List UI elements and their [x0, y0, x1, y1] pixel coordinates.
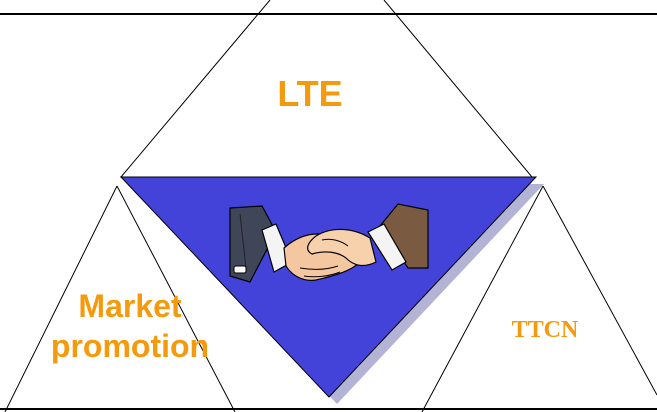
label-market-line1: Market — [78, 288, 182, 324]
left-triangle — [4, 185, 236, 412]
bottom-rule — [0, 408, 657, 410]
right-triangle — [421, 185, 657, 412]
label-market-line2: promotion — [50, 328, 210, 364]
label-market-promotion: Market promotion — [20, 286, 240, 366]
finger-lines — [299, 238, 349, 278]
label-lte: LTE — [277, 73, 343, 114]
center-triangle — [119, 176, 538, 398]
right-cuff — [367, 223, 407, 271]
cufflink — [233, 265, 247, 274]
top-rule — [0, 13, 657, 15]
left-sleeve-crease — [239, 213, 247, 269]
right-hand — [307, 228, 377, 267]
handshake-icon — [229, 203, 429, 283]
label-ttcn: TTCN — [511, 317, 579, 343]
